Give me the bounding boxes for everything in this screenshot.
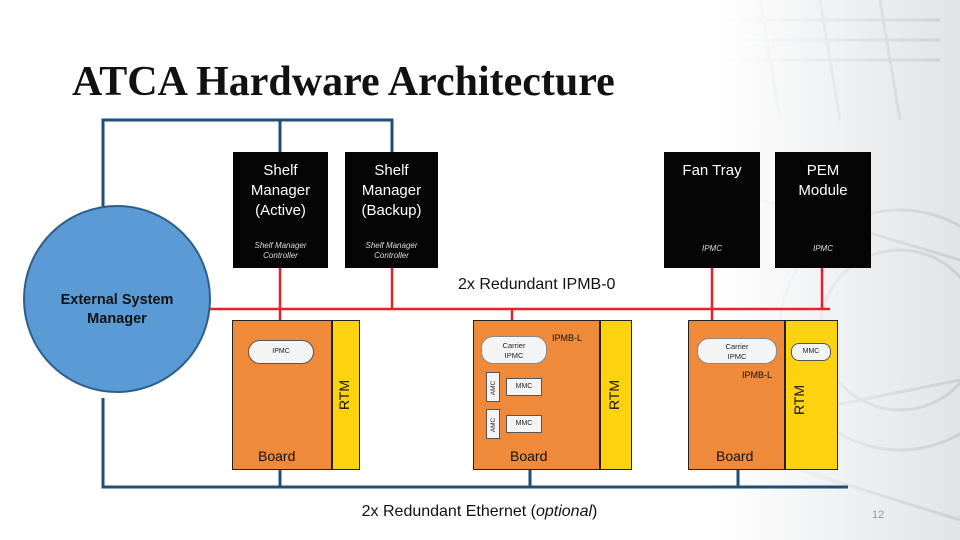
page-number: 12 [872, 509, 885, 521]
ethernet-label-suffix: ) [592, 503, 598, 520]
board-2-amc-2: AMC [486, 409, 500, 439]
ethernet-lines [101, 118, 848, 489]
board-1-rtm-label: RTM [336, 379, 352, 411]
board-3-label: Board [716, 448, 754, 464]
board-2-rtm-label: RTM [606, 379, 622, 411]
board-3-carrier-ipmc: Carrier IPMC [697, 338, 777, 364]
board-1-rtm [332, 320, 360, 470]
pem-module-ipmc: IPMC [813, 244, 833, 253]
board-2-ipmbl-label: IPMB-L [552, 333, 583, 343]
board-2-mmc-1: MMC [506, 378, 542, 396]
board-2-carrier-ipmc: Carrier IPMC [481, 336, 547, 364]
board-2-label: Board [510, 448, 548, 464]
ethernet-line-to-backup [103, 118, 394, 152]
external-system-manager-label: External System Manager [60, 292, 174, 327]
pem-module: PEM Module IPMC [775, 152, 871, 268]
board-2-amc-1: AMC [486, 372, 500, 402]
ethernet-bus [101, 398, 848, 489]
page-title: ATCA Hardware Architecture [72, 59, 615, 105]
board-2-rtm [600, 320, 632, 470]
board-3-ipmbl-label: IPMB-L [742, 370, 773, 380]
board-2-amc-1-label: AMC [490, 380, 497, 396]
ipmb0-lines [205, 268, 830, 340]
ipmb0-label: 2x Redundant IPMB-0 [458, 276, 616, 293]
board-1-ipmc: IPMC [248, 340, 314, 364]
shelf-manager-backup-title: Shelf Manager (Backup) [361, 162, 422, 219]
board-3-rtm-label: RTM [791, 384, 807, 416]
shelf-manager-active-controller: Shelf Manager Controller [254, 241, 307, 260]
board-1-label: Board [258, 448, 296, 464]
ethernet-label-prefix: 2x Redundant Ethernet ( [361, 503, 536, 520]
shelf-manager-active: Shelf Manager (Active) Shelf Manager Con… [233, 152, 328, 268]
pem-module-title: PEM Module [798, 162, 848, 199]
fan-tray-title: Fan Tray [682, 162, 742, 179]
board-3-mmc: MMC [791, 343, 831, 361]
shelf-manager-active-title: Shelf Manager (Active) [250, 162, 311, 219]
shelf-manager-backup: Shelf Manager (Backup) Shelf Manager Con… [345, 152, 438, 268]
ethernet-label: 2x Redundant Ethernet (optional) [0, 503, 960, 521]
shelf-manager-backup-controller: Shelf Manager Controller [365, 241, 418, 260]
fan-tray-ipmc: IPMC [702, 244, 722, 253]
ethernet-label-optional: optional [535, 503, 593, 520]
board-2-mmc-2: MMC [506, 415, 542, 433]
external-system-manager [23, 205, 211, 393]
fan-tray: Fan Tray IPMC [664, 152, 760, 268]
board-2-amc-2-label: AMC [490, 417, 497, 433]
